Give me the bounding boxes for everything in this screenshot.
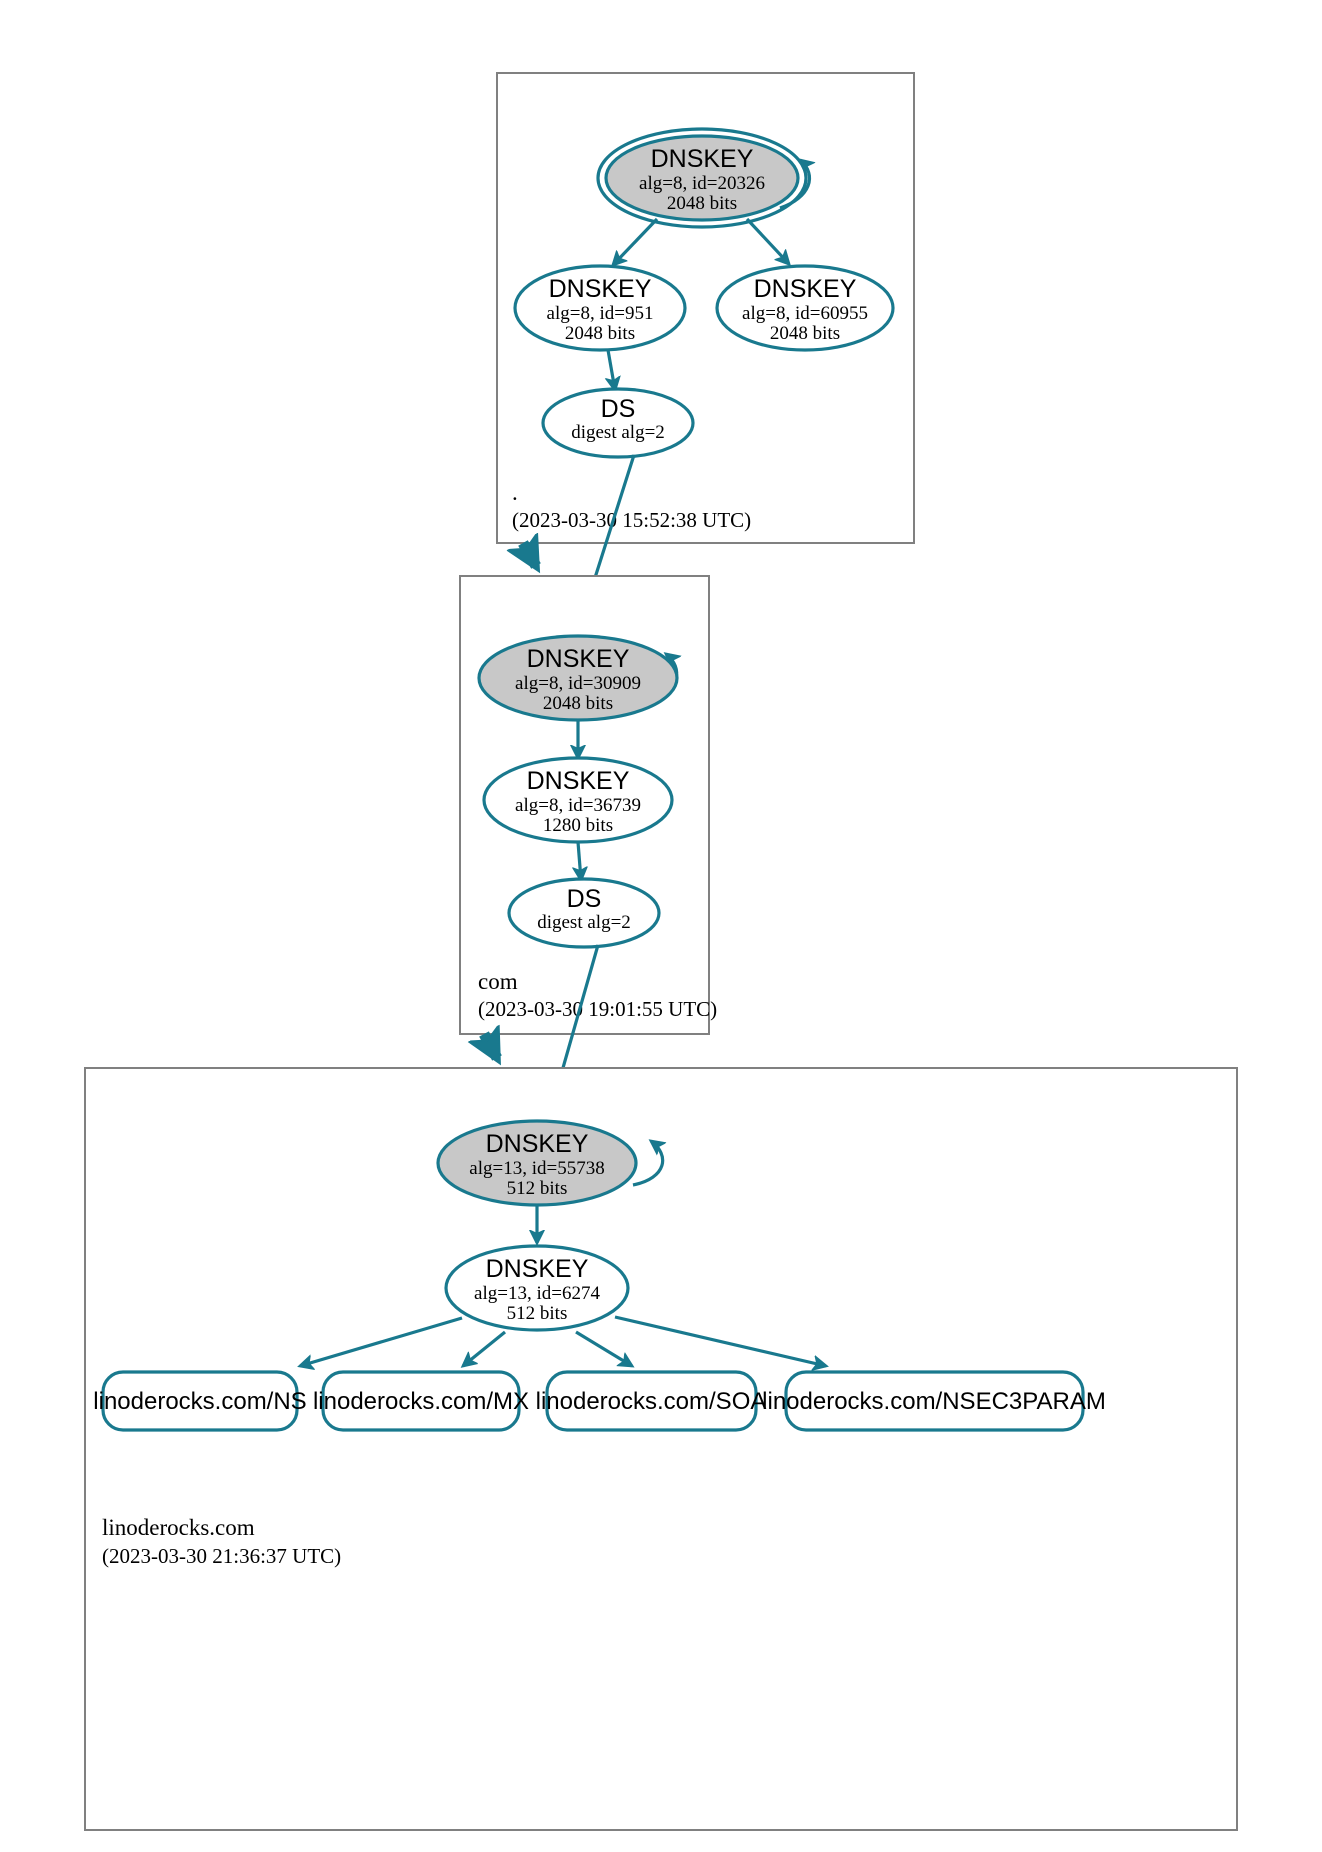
zone-root-label: . xyxy=(512,480,518,505)
lr-ksk-line2: 512 bits xyxy=(507,1178,568,1199)
com-ksk-title: DNSKEY xyxy=(527,645,630,673)
rrset-nsec3param-box[interactable] xyxy=(784,1370,1085,1432)
edge-lr-ksk-self xyxy=(632,1141,663,1187)
zone-root-timestamp: (2023-03-30 15:52:38 UTC) xyxy=(512,508,751,532)
zone-com-label: com xyxy=(478,969,518,994)
root-ds-line1: digest alg=2 xyxy=(571,422,665,443)
rrset-ns-label: linoderocks.com/NS xyxy=(93,1388,306,1415)
root-zsk951-line1: alg=8, id=951 xyxy=(547,303,654,324)
root-ksk-line2: 2048 bits xyxy=(667,193,737,214)
zone-com: DNSKEY alg=8, id=30909 2048 bits DNSKEY … xyxy=(459,575,717,1035)
com-ds-title: DS xyxy=(567,885,602,913)
edge-lr-zsk-to-mx xyxy=(463,1330,507,1366)
node-lr-ksk[interactable] xyxy=(436,1119,638,1207)
node-root-zsk-951[interactable] xyxy=(513,264,687,352)
com-zsk-line2: 1280 bits xyxy=(543,815,613,836)
node-root-ksk[interactable] xyxy=(604,134,800,222)
com-zsk-line1: alg=8, id=36739 xyxy=(515,795,641,816)
delegation-arrow-com-to-linoderocks xyxy=(484,1034,502,1058)
rrset-mx-label: linoderocks.com/MX xyxy=(313,1388,529,1415)
root-zsk951-line2: 2048 bits xyxy=(565,323,635,344)
root-ds-title: DS xyxy=(601,395,636,423)
com-ds-line1: digest alg=2 xyxy=(537,912,631,933)
zone-linoderocks: DNSKEY alg=13, id=55738 512 bits DNSKEY … xyxy=(84,1067,1238,1831)
com-ksk-line1: alg=8, id=30909 xyxy=(515,673,641,694)
zone-linoderocks-label: linoderocks.com xyxy=(102,1515,255,1540)
node-lr-zsk[interactable] xyxy=(444,1244,630,1332)
edge-lr-zsk-to-nsec3param xyxy=(614,1315,826,1366)
root-zsk60955-line1: alg=8, id=60955 xyxy=(742,303,868,324)
root-zsk60955-line2: 2048 bits xyxy=(770,323,840,344)
rrset-mx-box[interactable] xyxy=(321,1370,521,1432)
rrset-soa-label: linoderocks.com/SOA xyxy=(536,1388,767,1415)
delegation-arrow-root-to-com xyxy=(523,543,541,566)
com-zsk-title: DNSKEY xyxy=(527,767,630,795)
root-zsk951-title: DNSKEY xyxy=(549,275,652,303)
root-zsk60955-title: DNSKEY xyxy=(754,275,857,303)
edge-root-ksk-to-zsk951 xyxy=(613,217,659,265)
node-root-zsk-60955[interactable] xyxy=(715,264,895,352)
lr-zsk-line2: 512 bits xyxy=(507,1303,568,1324)
lr-ksk-line1: alg=13, id=55738 xyxy=(469,1158,604,1179)
node-root-ds[interactable] xyxy=(541,387,695,459)
zone-root: DNSKEY alg=8, id=20326 2048 bits DNSKEY … xyxy=(496,72,915,544)
rrset-soa-box[interactable] xyxy=(545,1370,758,1432)
root-ksk-line1: alg=8, id=20326 xyxy=(639,173,765,194)
zone-linoderocks-border xyxy=(84,1067,1238,1831)
node-com-ksk[interactable] xyxy=(477,634,679,722)
edge-lr-zsk-to-soa xyxy=(575,1330,632,1366)
lr-zsk-title: DNSKEY xyxy=(486,1255,589,1283)
root-ksk-title: DNSKEY xyxy=(651,145,754,173)
edge-root-zsk951-to-ds xyxy=(608,349,615,390)
node-com-ds[interactable] xyxy=(507,877,661,949)
edge-com-zsk-to-ds xyxy=(578,841,581,880)
lr-ksk-title: DNSKEY xyxy=(486,1130,589,1158)
lr-zsk-line1: alg=13, id=6274 xyxy=(474,1283,600,1304)
zone-linoderocks-timestamp: (2023-03-30 21:36:37 UTC) xyxy=(102,1544,341,1568)
root-ksk-outer-ring xyxy=(596,127,808,229)
edge-lr-zsk-to-ns xyxy=(300,1316,463,1366)
zone-com-timestamp: (2023-03-30 19:01:55 UTC) xyxy=(478,997,717,1021)
node-com-zsk[interactable] xyxy=(482,756,674,844)
com-ksk-line2: 2048 bits xyxy=(543,693,613,714)
edge-root-ksk-to-zsk60955 xyxy=(745,217,789,264)
rrset-ns-box[interactable] xyxy=(101,1370,299,1432)
rrset-nsec3param-label: linoderocks.com/NSEC3PARAM xyxy=(762,1388,1106,1415)
